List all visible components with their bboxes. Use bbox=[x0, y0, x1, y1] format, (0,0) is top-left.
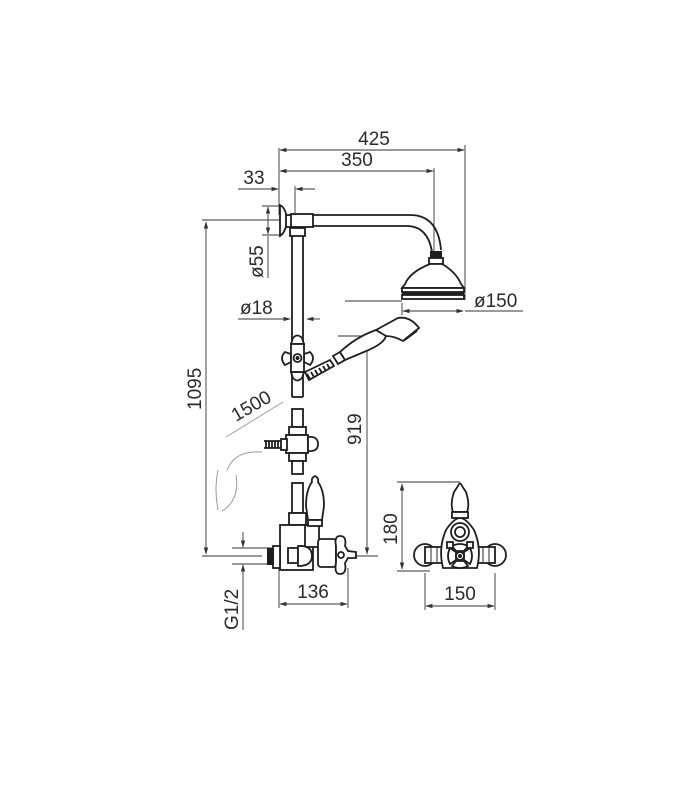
label-136: 136 bbox=[297, 582, 329, 603]
front-view bbox=[413, 482, 507, 569]
hand-shower bbox=[303, 316, 421, 382]
label-1500: 1500 bbox=[228, 387, 275, 426]
label-flange-diameter: ø55 bbox=[247, 245, 268, 278]
dim-overall-projection: 425 bbox=[278, 129, 466, 300]
eccentric-connector-right bbox=[476, 543, 507, 567]
dim-valve-centers: 150 bbox=[424, 573, 496, 610]
dim-head-diameter: ø150 bbox=[345, 291, 523, 315]
lever-handle bbox=[450, 482, 470, 519]
eccentric-connector-left bbox=[413, 543, 444, 567]
dim-valve-depth: 136 bbox=[278, 568, 349, 608]
label-riser-diameter: ø18 bbox=[240, 298, 273, 319]
label-150: 150 bbox=[444, 584, 476, 605]
thermostatic-valve-side bbox=[267, 474, 357, 575]
dim-hose-length: 1500 bbox=[225, 387, 284, 438]
cross-handle bbox=[447, 543, 473, 569]
shower-arm bbox=[290, 213, 442, 259]
hose bbox=[215, 451, 263, 512]
dim-total-height: 1095 bbox=[185, 219, 282, 557]
label-919: 919 bbox=[345, 413, 366, 445]
label-180: 180 bbox=[381, 513, 402, 545]
label-g12: G1/2 bbox=[222, 589, 243, 630]
nut-right bbox=[466, 541, 474, 549]
dim-connection-thread: G1/2 bbox=[222, 532, 274, 630]
label-350: 350 bbox=[341, 150, 373, 171]
slider-cross-handle bbox=[281, 334, 314, 382]
diverter bbox=[264, 426, 319, 475]
dim-wall-offset: 33 bbox=[238, 168, 315, 213]
label-425: 425 bbox=[358, 129, 390, 150]
riser-top-nut bbox=[289, 227, 306, 237]
side-view bbox=[215, 203, 466, 575]
dim-valve-height: 180 bbox=[381, 481, 460, 572]
label-head-diameter: ø150 bbox=[474, 291, 517, 312]
dim-flange-diameter: ø55 bbox=[247, 205, 281, 278]
riser-lower bbox=[291, 482, 304, 514]
dim-riser-diameter: ø18 bbox=[238, 298, 320, 322]
riser-lower-nut bbox=[288, 512, 307, 526]
label-1095: 1095 bbox=[185, 368, 206, 410]
riser-mid-upper bbox=[291, 408, 304, 428]
label-33: 33 bbox=[243, 168, 264, 189]
shower-head bbox=[400, 257, 466, 300]
dim-arm-projection: 350 bbox=[279, 150, 435, 252]
nut-left bbox=[446, 541, 454, 549]
